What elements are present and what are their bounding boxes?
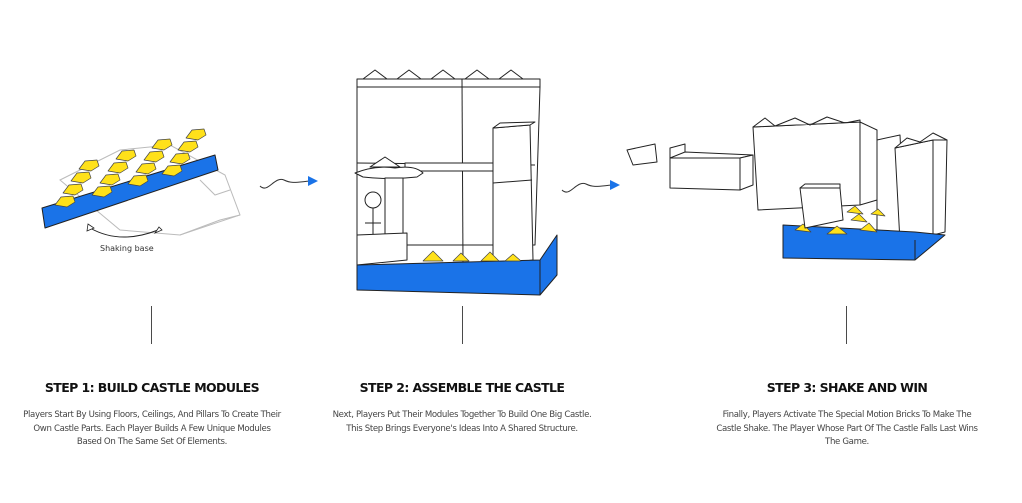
step-2-title: STEP 2: ASSEMBLE THE CASTLE: [359, 380, 565, 395]
shaking-base-label: Shaking base: [100, 244, 154, 253]
squiggle-arrow-icon: [561, 180, 620, 193]
description-line: Based On The Same Set Of Elements.: [76, 437, 228, 447]
description-line: The Game.: [825, 437, 869, 447]
description-line: Finally, Players Activate The Special Mo…: [722, 410, 972, 420]
falling-tower: [626, 143, 754, 191]
squiggle-arrow-icon: [259, 176, 318, 189]
yellow-brick: [143, 150, 165, 163]
yellow-brick: [54, 195, 76, 208]
shaking-arrow: [86, 223, 163, 238]
yellow-brick: [78, 159, 100, 172]
stick-figure: [364, 191, 382, 235]
castle-battlements: [362, 69, 524, 80]
description-line: This Step Brings Everyone's Ideas Into A…: [346, 423, 578, 434]
fallen-cube: [799, 183, 844, 229]
description-line: Players Start By Using Floors, Ceilings,…: [23, 410, 281, 420]
yellow-brick: [62, 183, 84, 196]
towers: [876, 132, 948, 243]
step-1-description: Players Start By Using Floors, Ceilings,…: [0, 409, 322, 450]
yellow-brick: [185, 128, 207, 141]
small-pillar: [384, 177, 404, 241]
step-1-title: STEP 1: BUILD CASTLE MODULES: [44, 380, 260, 395]
yellow-brick: [169, 152, 191, 165]
yellow-brick: [177, 140, 199, 153]
blue-base: [782, 224, 946, 261]
yellow-brick: [107, 161, 129, 174]
step-1-illustration: Shaking base: [41, 128, 241, 253]
description-line: Next, Players Put Their Modules Together…: [332, 410, 592, 420]
step-3-title: STEP 3: SHAKE AND WIN: [766, 380, 928, 395]
description-line: Castle Shake. The Player Whose Part Of T…: [716, 423, 978, 434]
yellow-bricks: [54, 128, 207, 208]
step-2-divider: [462, 306, 463, 344]
yellow-brick: [115, 149, 137, 162]
yellow-brick: [91, 185, 113, 198]
yellow-brick: [70, 171, 92, 184]
yellow-bricks: [422, 250, 522, 262]
yellow-brick: [99, 173, 121, 186]
floor-step: [356, 232, 408, 266]
step-2-illustration: [354, 69, 558, 296]
step-1-divider: [151, 306, 152, 344]
yellow-brick: [151, 138, 173, 151]
yellow-brick: [161, 164, 183, 177]
step-2-description: Next, Players Put Their Modules Together…: [292, 409, 632, 436]
step-3-divider: [846, 306, 847, 344]
yellow-brick: [127, 174, 149, 187]
yellow-brick: [135, 162, 157, 175]
step-3-illustration: [626, 116, 948, 261]
step-3-description: Finally, Players Activate The Special Mo…: [677, 409, 1017, 450]
description-line: Own Castle Parts. Each Player Builds A F…: [33, 423, 271, 434]
ghost-module-outline: [59, 144, 241, 236]
blue-base: [356, 234, 558, 296]
pillar: [492, 121, 536, 266]
